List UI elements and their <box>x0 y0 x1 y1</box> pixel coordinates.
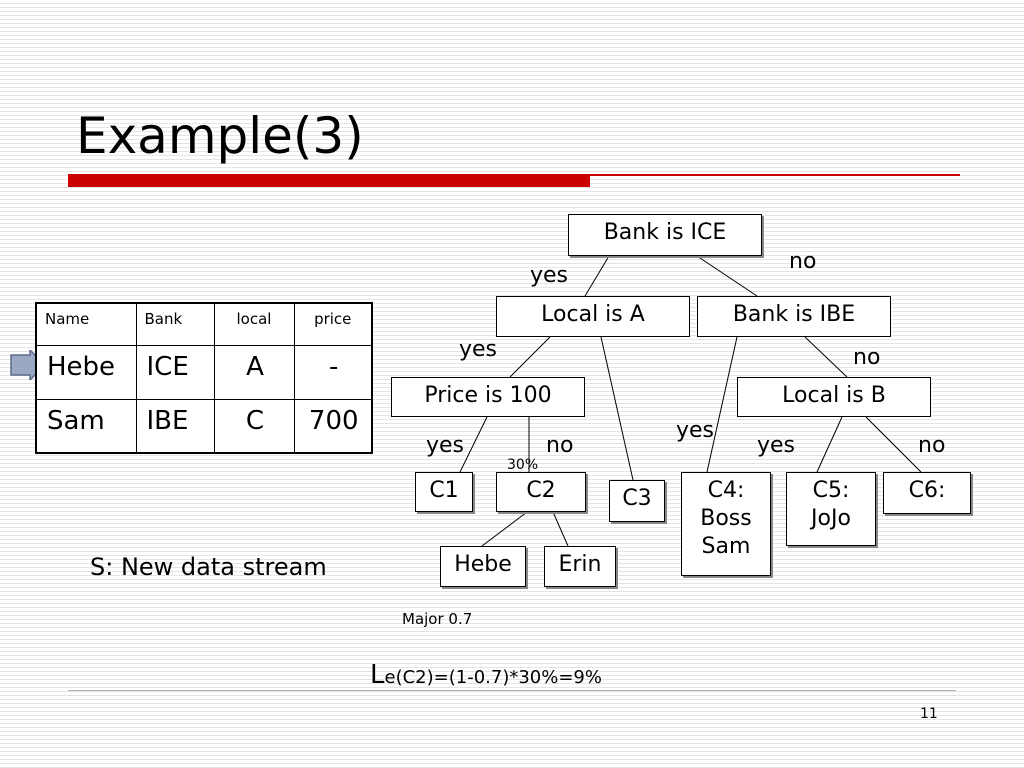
table-header-cell: Bank <box>135 302 215 346</box>
node-label: C2 <box>526 478 556 503</box>
edge-root-no <box>696 255 758 297</box>
table-header-row: Name Bank local price <box>35 302 373 346</box>
node-label: Hebe <box>454 552 512 577</box>
node-price-is-100: Price is 100 <box>391 377 585 417</box>
slide-title: Example(3) <box>76 107 364 165</box>
table-header-cell: Name <box>35 302 137 346</box>
formula-prefix: L <box>370 660 385 690</box>
node-c1: C1 <box>415 472 473 512</box>
formula: Le(C2)=(1-0.7)*30%=9% <box>370 660 602 690</box>
table-cell: IBE <box>135 398 215 454</box>
edge-bank-ibe-yes <box>706 336 738 473</box>
node-label: Local is A <box>541 302 645 327</box>
title-underline-bar <box>68 174 590 187</box>
node-label: Bank is ICE <box>603 220 727 245</box>
edge-label-price-pct: 30% <box>507 457 539 473</box>
table-cell: C <box>213 398 295 454</box>
page-number: 11 <box>920 706 938 722</box>
table-header-cell: local <box>213 302 295 346</box>
table-cell: 700 <box>293 398 373 454</box>
edge-label-local-a-yes: yes <box>459 337 498 362</box>
node-label: C3 <box>622 486 652 511</box>
node-c4: C4: Boss Sam <box>681 472 771 576</box>
node-c6: C6: <box>883 472 971 514</box>
node-label: C1 <box>429 478 459 503</box>
table-header-cell: price <box>293 302 373 346</box>
node-bank-is-ibe: Bank is IBE <box>697 296 891 337</box>
edge-price-yes <box>459 416 488 473</box>
footer-divider <box>68 690 956 691</box>
table-row: Sam IBE C 700 <box>35 398 373 454</box>
edge-local-b-no <box>865 416 922 473</box>
node-local-is-b: Local is B <box>737 377 931 417</box>
node-label: Bank is IBE <box>732 302 856 327</box>
edge-label-local-b-no: no <box>918 433 946 458</box>
edge-label-root-no: no <box>789 249 817 274</box>
edge-label-local-b-yes: yes <box>757 433 796 458</box>
edge-c2-erin <box>552 511 569 547</box>
table-cell: A <box>213 344 295 400</box>
node-erin: Erin <box>544 546 616 587</box>
edge-local-a-c3 <box>600 336 634 481</box>
edge-label-price-yes: yes <box>426 433 465 458</box>
edge-local-a-yes <box>509 336 551 378</box>
node-c5: C5: JoJo <box>786 472 876 546</box>
stream-label: S: New data stream <box>90 553 327 581</box>
node-label: Sam <box>701 534 751 559</box>
node-label: C4: <box>707 478 745 503</box>
edge-bank-ibe-no <box>804 336 848 378</box>
formula-body: e(C2)=(1-0.7)*30%=9% <box>384 667 603 688</box>
table-cell: Sam <box>35 398 137 454</box>
table-cell: - <box>293 344 373 400</box>
node-local-is-a: Local is A <box>496 296 690 337</box>
node-label: C5: <box>812 478 850 503</box>
table-cell: ICE <box>135 344 215 400</box>
table-cell: Hebe <box>35 344 137 400</box>
edge-local-b-yes <box>816 416 843 473</box>
edge-label-root-yes: yes <box>530 263 569 288</box>
node-label: Boss <box>700 506 752 531</box>
node-label: C6: <box>908 478 946 503</box>
node-c2: C2 <box>496 472 586 512</box>
table-row: Hebe ICE A - <box>35 344 373 400</box>
data-table: Name Bank local price Hebe ICE A - Sam I… <box>35 302 373 454</box>
major-label: Major 0.7 <box>402 610 473 628</box>
node-hebe: Hebe <box>440 546 526 587</box>
edge-root-yes <box>584 255 610 297</box>
edge-c2-hebe <box>481 511 528 547</box>
node-label: Erin <box>558 552 602 577</box>
edge-label-price-no: no <box>546 433 574 458</box>
node-c3: C3 <box>609 480 665 522</box>
edge-label-bank-ibe-no: no <box>853 345 881 370</box>
title-underline-line <box>590 174 960 176</box>
edge-label-bank-ibe-yes: yes <box>676 418 715 443</box>
node-bank-is-ice: Bank is ICE <box>568 214 762 256</box>
node-label: Price is 100 <box>424 383 552 408</box>
node-label: JoJo <box>811 506 851 531</box>
node-label: Local is B <box>782 383 886 408</box>
